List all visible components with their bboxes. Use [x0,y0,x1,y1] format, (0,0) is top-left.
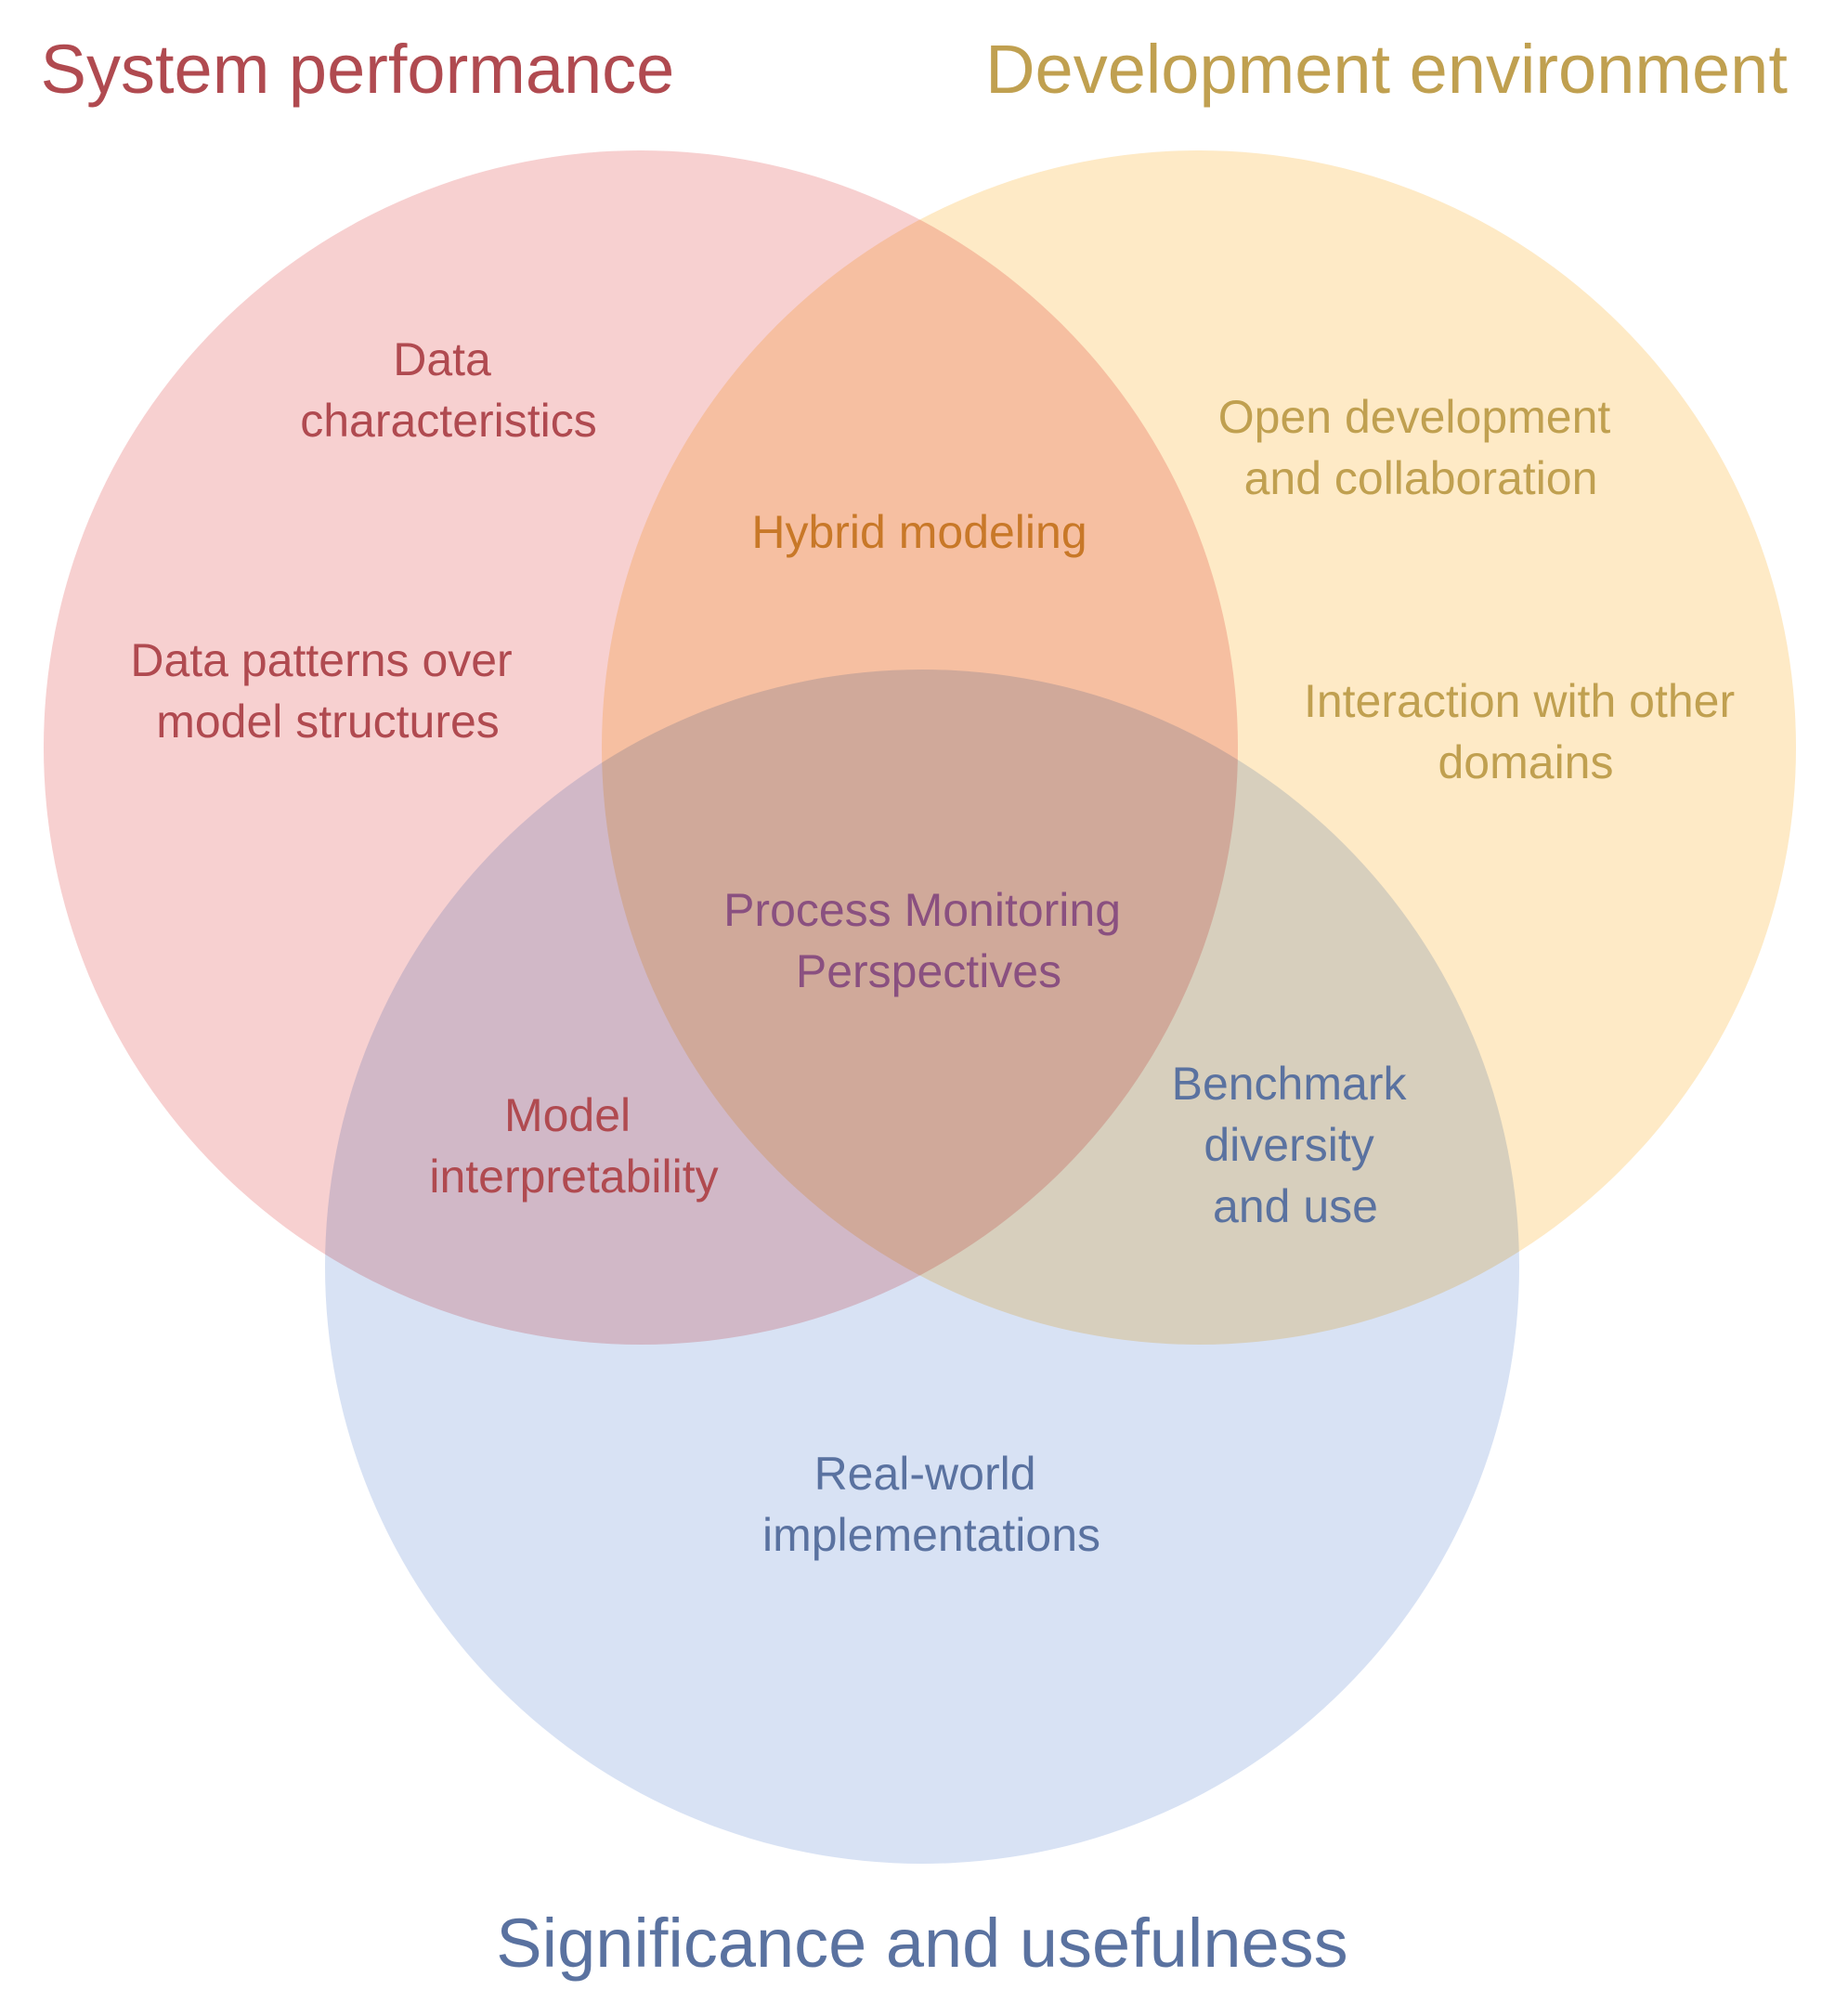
label-line: Open development [1218,391,1611,443]
label-line: domains [1438,736,1614,788]
label-model-interpretability: Model interpretability [429,1089,718,1203]
label-line: diversity [1204,1119,1373,1171]
label-benchmark-diversity: Benchmark diversity and use [1172,1058,1420,1232]
title-significance-usefulness: Significance and usefulness [496,1905,1347,1982]
label-line: Process Monitoring [723,884,1121,936]
label-line: characteristics [300,395,597,447]
label-line: Perspectives [796,945,1061,997]
label-process-monitoring: Process Monitoring Perspectives [723,884,1134,997]
label-line: Benchmark [1172,1058,1408,1110]
label-line: Model [504,1089,631,1141]
label-line: and collaboration [1244,452,1598,504]
label-line: Data patterns over [130,634,512,686]
label-hybrid-modeling: Hybrid modeling [751,506,1087,558]
label-line: interpretability [429,1151,718,1203]
circle-significance-usefulness [325,670,1519,1864]
label-data-patterns: Data patterns over model structures [130,634,525,748]
label-line: implementations [762,1509,1100,1561]
label-line: Real-world [814,1448,1036,1500]
label-line: Interaction with other [1304,675,1735,727]
label-line: and use [1213,1180,1378,1232]
label-real-world: Real-world implementations [762,1448,1100,1561]
label-open-development: Open development and collaboration [1218,391,1623,504]
title-development-environment: Development environment [985,31,1788,108]
label-line: model structures [156,696,500,748]
label-data-characteristics: Data characteristics [300,333,597,447]
label-line: Data [393,333,491,385]
title-system-performance: System performance [41,31,675,108]
label-interaction-domains: Interaction with other domains [1304,675,1748,788]
